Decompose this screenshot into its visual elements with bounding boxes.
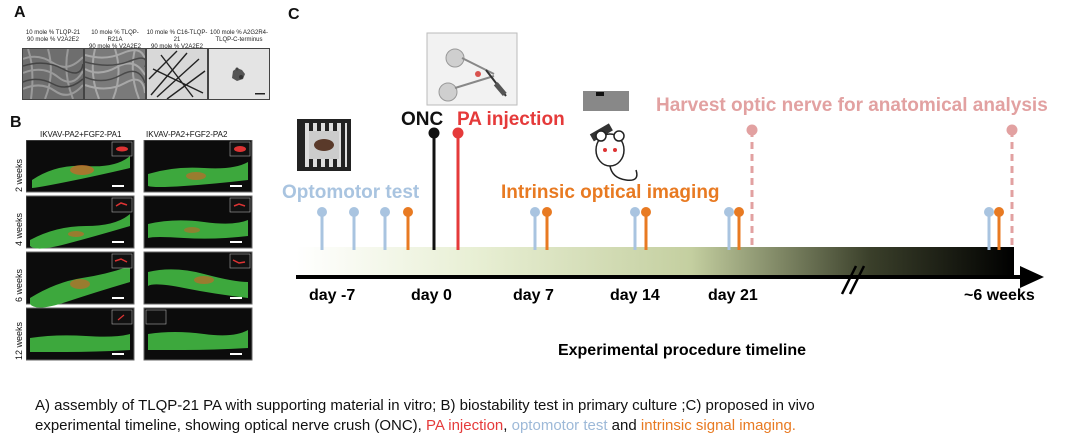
panel-b-image-r2c2: [143, 195, 253, 249]
caption-comma: ,: [503, 417, 512, 434]
axis-break-mark: [840, 265, 866, 295]
caption-intrinsic-signal-imaging: intrinsic signal imaging.: [640, 417, 796, 434]
panel-a-image-4-label: 100 mole % A2G2R4- TLQP-C-terminus: [208, 30, 270, 44]
caption-and: and: [607, 417, 641, 434]
caption-line-1: A) assembly of TLQP-21 PA with supportin…: [35, 397, 815, 414]
pa-injection-marker: [452, 127, 464, 250]
panel-a-image-1-label: 10 mole % TLQP-21 90 mole % V2A2E2: [22, 30, 84, 44]
panel-a-micrograph-2: [84, 48, 146, 100]
panel-a-image-4-line2: TLQP-C-terminus: [215, 37, 263, 43]
timeline-gradient-bar: [296, 247, 1014, 277]
panel-a-letter: A: [14, 4, 26, 21]
onc-instrument-illustration: [426, 32, 518, 106]
onc-marker: [428, 127, 440, 250]
pa-injection-label: PA injection: [457, 109, 565, 130]
day-label-0: day 0: [411, 287, 452, 304]
panel-b-image-r3c1: [26, 251, 135, 308]
panel-b-image-r4c2: [143, 307, 253, 361]
panel-b-image-r3c2: [143, 251, 253, 305]
caption-line-2: experimental timeline, showing optical n…: [35, 416, 796, 436]
harvest-label: Harvest optic nerve for anatomical analy…: [656, 95, 1048, 116]
optomotor-drum-illustration: [297, 119, 351, 171]
optomotor-label: Optomotor test: [282, 182, 420, 203]
day-label-21: day 21: [708, 287, 758, 304]
caption-line-2-start: experimental timeline, showing optical n…: [35, 417, 426, 434]
panel-a-image-2-line2: 90 mole % V2A2E2: [88, 44, 142, 50]
panel-a-image-2-label: 10 mole % TLQP-R21A 90 mole % V2A2E2: [84, 30, 146, 51]
day-label-minus7: day -7: [309, 287, 356, 304]
onc-label: ONC: [401, 109, 444, 130]
panel-b-column-2-label: IKVAV-PA2+FGF2-PA2: [146, 130, 228, 139]
panel-b-image-r4c1: [26, 307, 135, 361]
panel-a-image-3-line1: 10 mole % C16-TLQP-21: [146, 30, 208, 43]
day-label-6-weeks: ~6 weeks: [964, 287, 1035, 304]
panel-c-timeline: Experimental procedure timeline: [296, 32, 1044, 359]
mouse-illustration: [583, 91, 638, 182]
panel-b-image-r1c2: [143, 140, 253, 193]
panel-a-micrograph-4: [208, 48, 270, 100]
panel-a-image-2-line1: 10 mole % TLQP-R21A: [91, 30, 139, 43]
timeline-arrowhead: [1020, 266, 1044, 288]
day-label-14: day 14: [610, 287, 660, 304]
optical-imaging-label: Intrinsic optical imaging: [501, 182, 720, 203]
panel-b-column-1-label: IKVAV-PA2+FGF2-PA1: [40, 130, 122, 139]
panel-a-image-4-line1: 100 mole % A2G2R4-: [209, 30, 269, 36]
optical-imaging-markers: [403, 207, 1004, 250]
caption-optomotor-test: optomotor test: [511, 417, 608, 434]
panel-c-letter: C: [288, 6, 300, 23]
day-label-7: day 7: [513, 287, 554, 304]
panel-a-image-3-line2: 90 mole % V2A2E2: [150, 44, 204, 50]
panel-b-letter: B: [10, 114, 22, 131]
timeline-title: Experimental procedure timeline: [558, 342, 806, 359]
optomotor-markers: [317, 207, 994, 250]
panel-a-image-1-line1: 10 mole % TLQP-21: [25, 30, 81, 36]
panel-b-image-r1c1: [26, 140, 135, 193]
harvest-markers: [746, 124, 1018, 250]
panel-a-micrograph-1: [22, 48, 84, 100]
panel-b-image-grid: [26, 140, 253, 361]
panel-a-image-1-line2: 90 mole % V2A2E2: [26, 37, 80, 43]
panel-a-image-3-label: 10 mole % C16-TLQP-21 90 mole % V2A2E2: [146, 30, 208, 51]
caption-pa-injection: PA injection: [426, 417, 504, 434]
panel-b-image-r2c1: [26, 195, 135, 249]
panel-a-micrograph-3: [146, 48, 208, 100]
